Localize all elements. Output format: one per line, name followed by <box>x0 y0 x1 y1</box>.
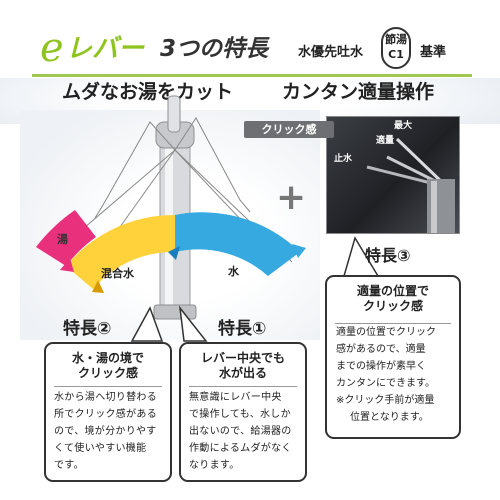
headline-right: カンタン適量操作 <box>282 81 435 103</box>
feature2-divider <box>54 386 162 387</box>
feature3-divider <box>335 323 451 324</box>
feature3-box: 適量の位置で クリック感 適量の位置でクリック 感があるので、適量 までの操作が… <box>325 275 461 439</box>
lever-photo-art <box>366 137 455 233</box>
feature3-body: 適量の位置でクリック 感があるので、適量 までの操作が素早く カンタンにできます… <box>336 324 452 426</box>
feature2-body-line: ので、境が分かりやす <box>54 426 157 437</box>
badge-suffix: 基準 <box>420 45 447 60</box>
feature1-body: 無意識にレバー中央 で操作しても、水しか 出ないので、給湯器の 作動によるムダが… <box>189 389 299 474</box>
boundary-arrow-end <box>292 244 306 258</box>
max-label: 最大 <box>394 121 413 131</box>
feature3-body-line: 位置となります。 <box>350 412 429 423</box>
feature1-body-line: で操作しても、水しか <box>189 409 291 420</box>
badge-line1: 節湯 <box>385 33 407 46</box>
page-title: 3つの特長 <box>160 36 269 62</box>
feature3-body-line: までの操作が素早く <box>336 361 426 372</box>
hot-arc <box>36 210 96 266</box>
lever-photo <box>326 116 460 234</box>
feature3-body-line: 感があるので、適量 <box>336 344 426 355</box>
feature1-body-line: なります。 <box>189 460 240 471</box>
feature2-heading-line1: 水・湯の境で <box>71 351 144 365</box>
feature3-body-line: カンタンにできます。 <box>336 378 435 389</box>
feature1-heading-line1: レバー中央でも <box>200 351 285 365</box>
feature1-heading: レバー中央でも 水が出る <box>181 351 305 381</box>
feature2-body-line: です。 <box>54 460 84 471</box>
header-divider <box>32 74 472 77</box>
click-feel-tag: クリック感 <box>244 121 334 138</box>
headline-left: ムダなお湯をカット <box>62 81 234 103</box>
feature3-heading-line1: 適量の位置で <box>356 284 429 298</box>
feature1-title: 特長① <box>218 319 267 339</box>
feature2-body-line: 水から湯へ切り替わる <box>54 392 157 403</box>
feature3-body-line: 適量の位置でクリック <box>336 327 436 338</box>
cold-arc <box>175 212 300 276</box>
feature1-body-line: 作動によるムダがなく <box>189 443 292 454</box>
feature3-body-line: ※クリック手前が適量 <box>336 395 435 406</box>
plus-icon: + <box>276 177 307 218</box>
feature2-heading-line2: クリック感 <box>77 366 138 380</box>
feature2-heading: 水・湯の境で クリック感 <box>46 351 170 381</box>
stop-label: 止水 <box>334 154 353 164</box>
feature3-heading-line2: クリック感 <box>362 299 423 313</box>
proper-label: 適量 <box>376 136 395 146</box>
spec-label: 水優先吐水 <box>298 45 364 60</box>
boundary-arrow-cold <box>168 246 180 260</box>
feature2-body: 水から湯へ切り替わる 所でクリック感がある ので、境が分かりやす くて使いやすい… <box>54 389 164 474</box>
feature3-title: 特長③ <box>365 246 411 265</box>
feature2-pointer <box>130 306 164 342</box>
feature2-box: 水・湯の境で クリック感 水から湯へ切り替わる 所でクリック感がある ので、境が… <box>44 342 172 482</box>
feature1-pointer <box>178 305 208 342</box>
feature1-box: レバー中央でも 水が出る 無意識にレバー中央 で操作しても、水しか 出ないので、… <box>179 342 307 482</box>
feature1-body-line: 出ないので、給湯器の <box>189 426 292 437</box>
cold-label: 水 <box>228 265 239 278</box>
feature1-divider <box>189 386 297 387</box>
faucet-illustration <box>153 95 197 320</box>
mixed-label: 混合水 <box>101 267 134 280</box>
boundary-arrow-hot <box>60 258 74 272</box>
badge-line2: C1 <box>388 48 404 61</box>
feature1-body-line: 無意識にレバー中央 <box>189 392 282 403</box>
feature1-heading-line2: 水が出る <box>218 366 267 380</box>
mixed-arc <box>66 214 175 289</box>
hot-label: 湯 <box>57 233 68 246</box>
logo-e: e <box>40 25 64 71</box>
water-saving-badge: 節湯 C1 <box>381 27 411 69</box>
feature2-body-line: 所でクリック感がある <box>54 409 157 420</box>
boundary-arrow-mixed <box>92 280 104 293</box>
logo-lever-text: レバー <box>66 34 145 64</box>
feature2-body-line: くて使いやすい機能 <box>54 443 147 454</box>
feature2-title: 特長② <box>63 319 112 339</box>
feature3-heading: 適量の位置で クリック感 <box>327 284 459 314</box>
